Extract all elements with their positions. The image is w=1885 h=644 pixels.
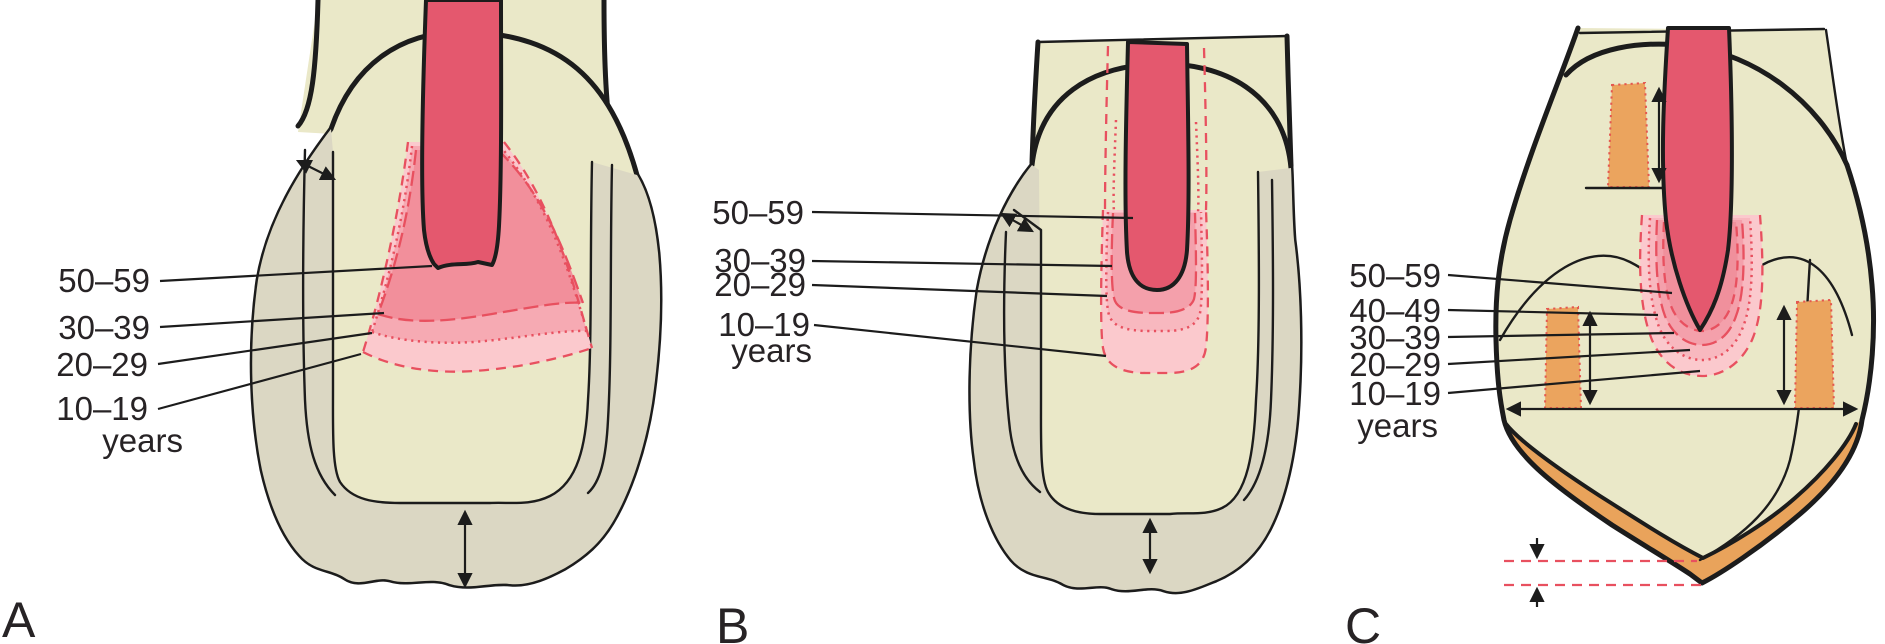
panel-letter-a: A [2,592,36,644]
enamel-thickness-arrow-b [999,212,1035,233]
age-label: 20–29 [1349,346,1441,383]
panel-letter-b: B [716,598,749,644]
age-label: 30–39 [1349,319,1441,356]
unit-label: years [102,422,183,459]
tooth-b-dentin-ring [970,165,1301,592]
age-label: 50–59 [1349,257,1441,294]
panel-letter-c: C [1345,598,1381,644]
tooth-a-pulp-canal [420,0,504,270]
tooth-b-aux-line-right [1242,178,1275,502]
panel-a: 50–59 30–39 20–29 10–19 years A [2,0,663,644]
tooth-a-dentin-ring [252,129,660,587]
unit-label: years [1357,407,1438,444]
tooth-a-inner-boundary [331,150,594,505]
tooth-b-inner-boundary [1012,170,1261,516]
tooth-a-aux-line-right [586,163,614,495]
age-label: 10–19 [718,306,810,343]
age-label: 20–29 [714,266,806,303]
tooth-b-aux-line-left [1002,230,1042,494]
age-labels-c: 50–59 40–49 30–39 20–29 10–19 years [1349,257,1701,444]
unit-label: years [731,332,812,369]
age-labels-b: 50–59 30–39 20–29 10–19 years [712,194,1134,369]
age-labels-a: 50–59 30–39 20–29 10–19 years [56,262,433,459]
tooth-c-wear-band [1504,420,1862,583]
tooth-c-outline [1493,25,1877,586]
age-label: 20–29 [56,346,148,383]
age-label: 50–59 [712,194,804,231]
age-label: 30–39 [58,309,150,346]
panel-b: 50–59 30–39 20–29 10–19 years B [712,33,1303,644]
age-label: 10–19 [56,390,148,427]
enamel-thickness-arrow-a [295,159,337,181]
tooth-c-distal-edge [1824,28,1849,167]
panel-c: 50–59 40–49 30–39 20–29 10–19 years C [1345,25,1877,644]
age-label: 50–59 [58,262,150,299]
wear-reference-lines [1504,538,1702,607]
tooth-b-pulp-canal [1123,40,1191,292]
tooth-a-aux-line-left [301,148,337,497]
age-label: 30–39 [714,242,806,279]
age-label: 10–19 [1349,375,1441,412]
age-label: 40–49 [1349,292,1441,329]
